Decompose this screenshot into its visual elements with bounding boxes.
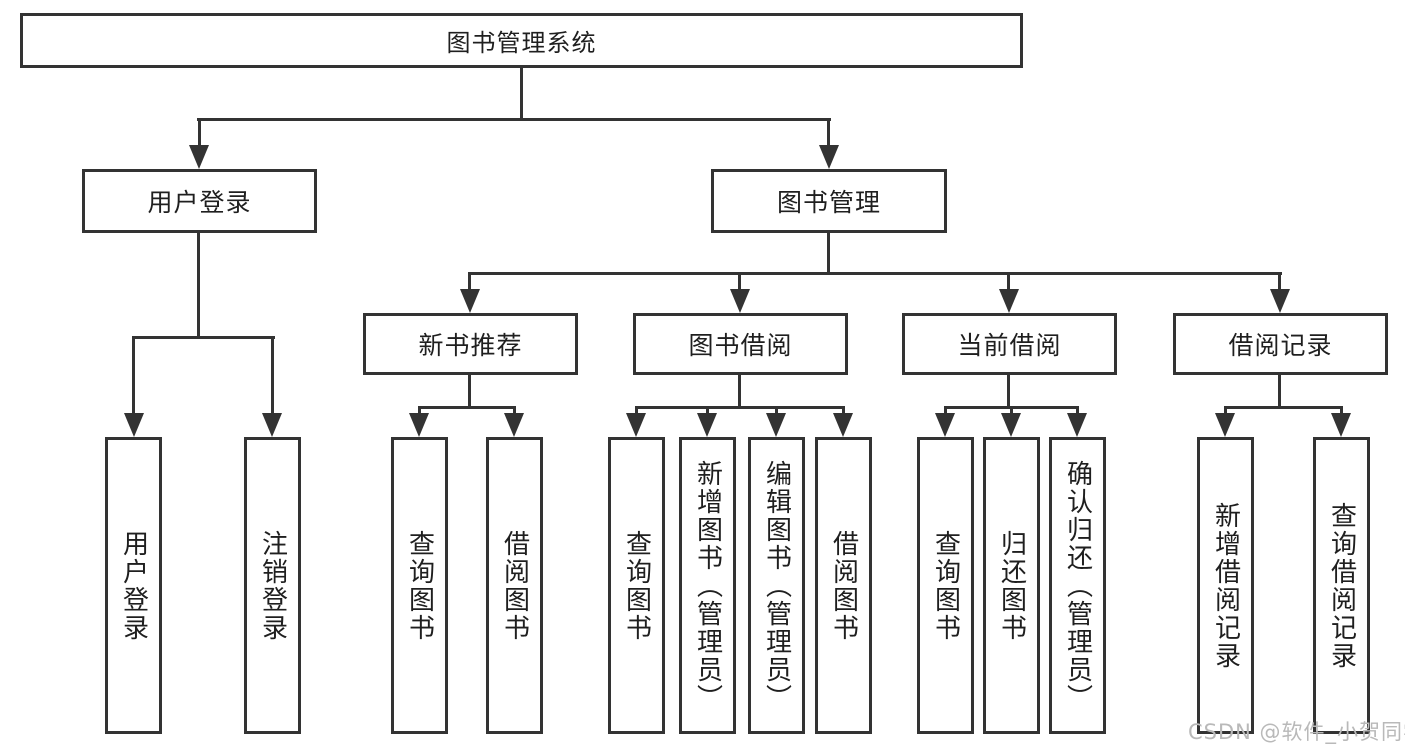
connector-line — [842, 406, 845, 416]
connector-line — [827, 118, 830, 148]
watermark: CSDN @软件_小贺同学 — [1188, 720, 1405, 744]
connector-line — [418, 406, 516, 409]
connector-line — [738, 375, 741, 406]
node-borrow-records: 借阅记录 — [1173, 313, 1388, 375]
connector-line — [1278, 272, 1281, 292]
connector-line — [468, 375, 471, 406]
connector-line — [1224, 406, 1343, 409]
connector-line — [132, 336, 135, 414]
connector-arrow-icon — [262, 413, 282, 437]
leaf-current-query-books: 查询图书 — [917, 437, 974, 734]
leaf-confirm-return-admin: 确认归还（管理员） — [1049, 437, 1106, 734]
connector-arrow-icon — [999, 289, 1019, 313]
connector-line — [197, 233, 200, 336]
connector-line — [635, 406, 845, 409]
connector-line — [1340, 406, 1343, 416]
connector-arrow-icon — [124, 413, 144, 437]
connector-arrow-icon — [189, 145, 209, 169]
node-new-book-recommend: 新书推荐 — [363, 313, 578, 375]
connector-line — [520, 68, 523, 118]
connector-line — [738, 272, 741, 292]
node-current-borrow: 当前借阅 — [902, 313, 1117, 375]
connector-line — [706, 406, 709, 416]
leaf-query-borrow-record: 查询借阅记录 — [1313, 437, 1370, 734]
node-current-borrow-label: 当前借阅 — [957, 331, 1062, 360]
node-borrow-records-label: 借阅记录 — [1228, 331, 1333, 360]
connector-line — [635, 406, 638, 416]
connector-line — [944, 406, 947, 416]
connector-arrow-icon — [1331, 413, 1351, 437]
connector-line — [197, 118, 831, 121]
leaf-confirm-return-admin-label: 确认归还（管理员） — [1062, 459, 1093, 712]
connector-arrow-icon — [1215, 413, 1235, 437]
connector-arrow-icon — [935, 413, 955, 437]
connector-line — [198, 118, 201, 148]
connector-line — [1010, 406, 1013, 416]
leaf-borrow-query-books-label: 查询图书 — [621, 529, 652, 642]
leaf-recommend-query-books: 查询图书 — [391, 437, 448, 734]
connector-arrow-icon — [504, 413, 524, 437]
leaf-recommend-borrow-books: 借阅图书 — [486, 437, 543, 734]
connector-line — [468, 272, 471, 292]
connector-arrow-icon — [1067, 413, 1087, 437]
connector-arrow-icon — [626, 413, 646, 437]
connector-line — [513, 406, 516, 416]
node-book-borrow-label: 图书借阅 — [688, 331, 793, 360]
leaf-recommend-borrow-books-label: 借阅图书 — [499, 529, 530, 642]
leaf-current-query-books-label: 查询图书 — [930, 529, 961, 642]
leaf-edit-book-admin: 编辑图书（管理员） — [748, 437, 805, 734]
node-book-manage-label: 图书管理 — [776, 188, 881, 217]
node-new-book-recommend-label: 新书推荐 — [418, 331, 523, 360]
connector-arrow-icon — [833, 413, 853, 437]
leaf-logout-label: 注销登录 — [257, 529, 288, 642]
connector-arrow-icon — [819, 145, 839, 169]
leaf-add-book-admin-label: 新增图书（管理员） — [692, 459, 723, 712]
leaf-return-book: 归还图书 — [983, 437, 1040, 734]
connector-line — [775, 406, 778, 416]
connector-arrow-icon — [730, 289, 750, 313]
leaf-recommend-query-books-label: 查询图书 — [404, 529, 435, 642]
connector-arrow-icon — [697, 413, 717, 437]
leaf-logout: 注销登录 — [244, 437, 301, 734]
leaf-borrow-query-books: 查询图书 — [608, 437, 665, 734]
leaf-add-borrow-record-label: 新增借阅记录 — [1210, 501, 1241, 670]
connector-arrow-icon — [766, 413, 786, 437]
connector-line — [271, 336, 274, 414]
connector-arrow-icon — [1001, 413, 1021, 437]
connector-arrow-icon — [460, 289, 480, 313]
leaf-add-book-admin: 新增图书（管理员） — [679, 437, 736, 734]
node-root: 图书管理系统 — [20, 13, 1023, 68]
leaf-return-book-label: 归还图书 — [996, 529, 1027, 642]
connector-arrow-icon — [1270, 289, 1290, 313]
connector-line — [469, 272, 1282, 275]
connector-line — [1007, 375, 1010, 406]
node-user-login-label: 用户登录 — [147, 188, 252, 217]
node-user-login: 用户登录 — [82, 169, 317, 233]
node-root-label: 图书管理系统 — [446, 29, 597, 57]
connector-line — [1224, 406, 1227, 416]
leaf-query-borrow-record-label: 查询借阅记录 — [1326, 501, 1357, 670]
leaf-user-login: 用户登录 — [105, 437, 162, 734]
connector-line — [1076, 406, 1079, 416]
connector-line — [133, 336, 275, 339]
leaf-borrow-books: 借阅图书 — [815, 437, 872, 734]
leaf-add-borrow-record: 新增借阅记录 — [1197, 437, 1254, 734]
node-book-borrow: 图书借阅 — [633, 313, 848, 375]
node-book-manage: 图书管理 — [711, 169, 947, 233]
connector-arrow-icon — [409, 413, 429, 437]
leaf-edit-book-admin-label: 编辑图书（管理员） — [761, 459, 792, 712]
connector-line — [827, 233, 830, 272]
connector-line — [1278, 375, 1281, 406]
connector-line — [418, 406, 421, 416]
leaf-user-login-label: 用户登录 — [118, 529, 149, 642]
connector-line — [1007, 272, 1010, 292]
leaf-borrow-books-label: 借阅图书 — [828, 529, 859, 642]
